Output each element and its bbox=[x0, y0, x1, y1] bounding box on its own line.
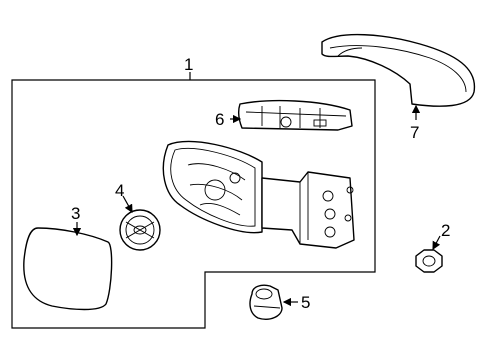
callout-4: 4 bbox=[115, 181, 124, 200]
part-5-puddle-lamp bbox=[249, 284, 283, 320]
callout-2: 2 bbox=[441, 221, 450, 240]
part-2-nut bbox=[415, 249, 443, 273]
callout-2-leader bbox=[432, 235, 441, 251]
part-3-mirror-glass bbox=[23, 227, 113, 311]
part-7-mirror-cap bbox=[321, 33, 476, 107]
callout-7: 7 bbox=[410, 123, 419, 142]
callout-5: 5 bbox=[301, 293, 310, 312]
part-6-turn-signal-lamp bbox=[237, 99, 353, 131]
part-1-mirror-housing bbox=[162, 140, 355, 249]
part-4-mirror-motor bbox=[119, 209, 161, 251]
callout-4-leader bbox=[122, 195, 133, 214]
callout-3: 3 bbox=[71, 204, 80, 223]
callout-1: 1 bbox=[184, 55, 193, 74]
assembly-boundary bbox=[11, 79, 376, 329]
callout-6: 6 bbox=[215, 110, 224, 129]
